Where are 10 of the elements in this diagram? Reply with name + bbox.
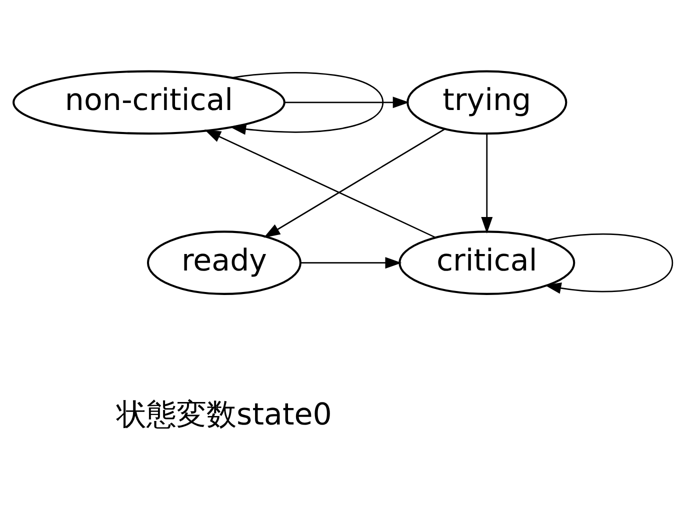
arrow (230, 72, 384, 135)
arrow (284, 96, 410, 108)
arrow (300, 257, 402, 269)
node-ellipse: trying (406, 70, 568, 135)
arrow (481, 133, 493, 234)
arrow (264, 128, 446, 238)
arrow (544, 233, 674, 294)
label: 状態変数state0 (116, 398, 332, 433)
arrow (204, 130, 436, 238)
node-ellipse: ready (146, 230, 302, 295)
